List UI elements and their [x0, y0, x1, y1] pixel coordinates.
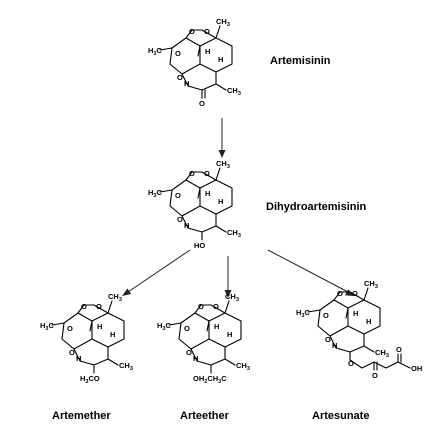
artesunate-label: Artesunate [312, 410, 369, 422]
ring-o-lower: O [177, 73, 183, 82]
left-h3c-label: H3C [296, 308, 310, 319]
arrow-dihydro-to-artemether [122, 249, 191, 296]
dihydroartemisinin-label: Dihydroartemisinin [266, 201, 367, 213]
h-stereo-left: H [332, 341, 337, 350]
top-ch3-label: CH3 [108, 292, 122, 303]
h-stereo-ring: H [227, 330, 232, 339]
ethoxy-label: OH2CH3C [193, 374, 227, 385]
artemisinin-label: Artemisinin [270, 55, 331, 67]
left-h3c-label: H3C [148, 188, 162, 199]
ring-o-lower: O [325, 335, 331, 344]
side-ch3-label: CH3 [227, 86, 241, 97]
methoxy-label: H3CO [80, 374, 100, 385]
h-stereo-ring: H [110, 330, 115, 339]
h-stereo-left: H [76, 354, 81, 363]
top-ch3-label: CH3 [216, 17, 230, 28]
peroxide-o-1: O [337, 289, 343, 298]
ring-o-left: O [67, 324, 73, 333]
top-ch3-label: CH3 [364, 279, 378, 290]
artesunate-molecule: O O O O H H H O O O OH CH3 CH3 H3C [296, 279, 422, 380]
top-ch3-label: CH3 [216, 159, 230, 170]
ring-o-lower: O [186, 348, 192, 357]
h-stereo-ring: H [218, 197, 223, 206]
ring-o-lower: O [69, 348, 75, 357]
ring-o-left: O [175, 191, 181, 200]
arteether-label: Arteether [180, 410, 230, 422]
h-stereo-left: H [184, 221, 189, 230]
peroxide-o-2: O [213, 302, 219, 311]
side-ch3-label: CH3 [236, 361, 250, 372]
left-h3c-label: H3C [148, 46, 162, 57]
left-h3c-label: H3C [157, 321, 171, 332]
top-ch3-label: CH3 [225, 292, 239, 303]
ring-o-left: O [175, 49, 181, 58]
carbonyl-o-1: O [372, 371, 378, 380]
ring-o-left: O [323, 311, 329, 320]
peroxide-o-2: O [352, 289, 358, 298]
peroxide-o-1: O [189, 27, 195, 36]
ring-o-lower: O [177, 215, 183, 224]
h-stereo-top: H [353, 309, 358, 318]
arrow-dihydro-to-arteether [224, 256, 232, 298]
side-ch3-label: CH3 [375, 348, 389, 359]
arrow-artemisinin-to-dihydro [218, 118, 226, 158]
peroxide-o-2: O [204, 169, 210, 178]
artemisinin-molecule: O O O O H H H O CH3 CH3 H3C Artemisinin [148, 17, 331, 108]
side-ch3-label: CH3 [227, 228, 241, 239]
lactone-o: O [199, 99, 205, 108]
ester-o: O [348, 359, 354, 368]
h-stereo-top: H [205, 47, 210, 56]
peroxide-o-1: O [81, 302, 87, 311]
arteether-molecule: O O O O H H H OH2CH3C CH3 CH3 H3C [157, 292, 250, 385]
h-stereo-ring: H [366, 317, 371, 326]
ring-o-left: O [184, 324, 190, 333]
hydroxyl-label: HO [194, 241, 205, 250]
acid-oh-label: OH [411, 364, 422, 373]
side-ch3-label: CH3 [119, 361, 133, 372]
carbonyl-o-2: O [396, 345, 402, 354]
artemether-molecule: O O O O H H H H3CO CH3 CH3 H3C [40, 292, 133, 385]
artemether-label: Artemether [52, 410, 111, 422]
h-stereo-top: H [205, 189, 210, 198]
dihydroartemisinin-molecule: O O O O H H H HO CH3 CH3 H3C Dihydroarte… [148, 159, 367, 250]
peroxide-o-2: O [96, 302, 102, 311]
peroxide-o-1: O [198, 302, 204, 311]
peroxide-o-1: O [189, 169, 195, 178]
h-stereo-top: H [97, 322, 102, 331]
peroxide-o-2: O [204, 27, 210, 36]
left-h3c-label: H3C [40, 321, 54, 332]
h-stereo-top: H [214, 322, 219, 331]
h-stereo-left: H [193, 354, 198, 363]
h-stereo-left: H [184, 79, 189, 88]
h-stereo-ring: H [218, 55, 223, 64]
arrow-dihydro-to-artesunate [267, 249, 354, 296]
